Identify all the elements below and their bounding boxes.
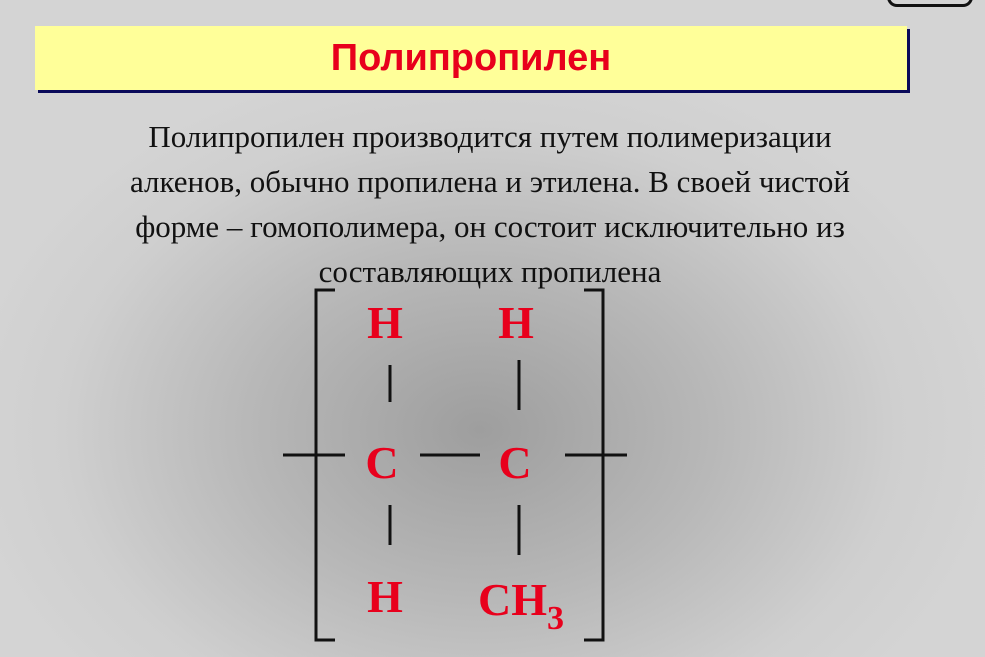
description-paragraph: Полипропилен производится путем полимери… [20, 114, 960, 294]
paragraph-line: составляющих пропилена [318, 254, 662, 289]
title-banner: Полипропилен [35, 26, 907, 90]
atom-c-left: C [365, 437, 398, 488]
paragraph-line: алкенов, обычно пропилена и этилена. В с… [129, 164, 851, 199]
slide-title: Полипропилен [330, 36, 612, 79]
ch-label: CH [478, 574, 547, 625]
paragraph-line: форме – гомополимера, он состоит исключи… [135, 209, 845, 244]
group-ch3: CH3 [478, 574, 564, 637]
subscript-3: 3 [547, 600, 564, 637]
atom-c-right: C [498, 437, 531, 488]
right-bracket [584, 288, 605, 642]
left-bracket [314, 288, 335, 642]
paragraph-line: Полипропилен производится путем полимери… [148, 119, 832, 154]
atom-h-top-right: H [498, 297, 534, 348]
atom-h-bottom-left: H [367, 571, 403, 622]
atom-h-top-left: H [367, 297, 403, 348]
